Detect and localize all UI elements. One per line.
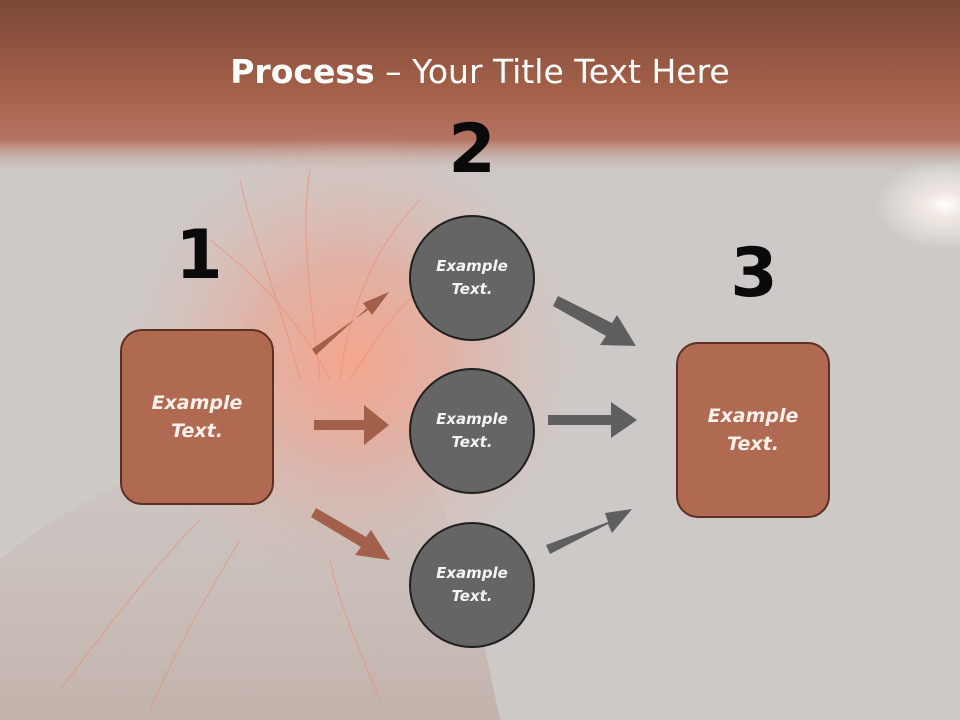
step-2-text-bottom: Example Text. — [436, 563, 508, 605]
step-2-circle-middle: Example Text. — [409, 368, 535, 494]
step-2-text-top: Example Text. — [436, 256, 508, 298]
arrow-right-gray-icon — [548, 402, 637, 438]
step-number-2: 2 — [448, 110, 496, 189]
step-number-1: 1 — [175, 216, 223, 295]
arrow-right-icon — [314, 405, 389, 445]
step-3-box: Example Text. — [676, 342, 830, 518]
arrow-right-up-icon — [312, 292, 389, 355]
step-number-3: 3 — [730, 234, 778, 313]
arrow-right-up-gray-icon — [546, 509, 632, 554]
step-2-circle-top: Example Text. — [409, 215, 535, 341]
step-2-circle-bottom: Example Text. — [409, 522, 535, 648]
step-3-text: Example Text. — [707, 404, 799, 456]
title-bold: Process — [230, 52, 375, 91]
title-rest: – Your Title Text Here — [374, 52, 730, 91]
step-2-text-middle: Example Text. — [436, 409, 508, 451]
arrow-right-down-icon — [311, 508, 390, 560]
arrow-right-down-gray-icon — [553, 296, 636, 346]
step-1-box: Example Text. — [120, 329, 274, 505]
slide-title: Process – Your Title Text Here — [0, 52, 960, 91]
step-1-text: Example Text. — [151, 391, 243, 443]
